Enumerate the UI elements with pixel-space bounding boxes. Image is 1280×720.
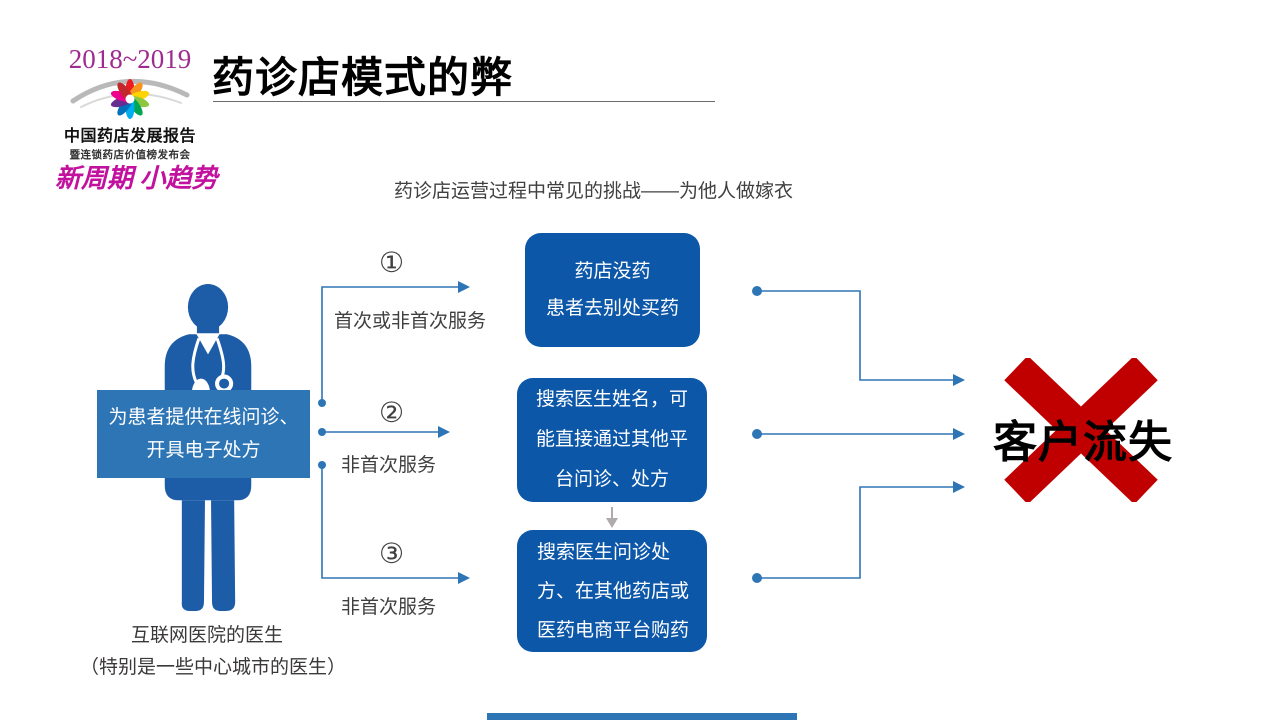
path-label-3: 非首次服务 [341, 597, 437, 618]
conference-logo: 2018~2019 中国药店发展报告 [58, 44, 202, 162]
path-label-1: 首次或非首次服务 [334, 311, 487, 332]
flow-box-line: 搜索医生问诊处 [537, 541, 671, 563]
logo-slogan: 新周期 小趋势 [55, 164, 218, 193]
page-title: 药诊店模式的弊 [212, 54, 514, 101]
flow-box-search-doctor: 搜索医生姓名，可 能直接通过其他平 台问诊、处方 [517, 378, 707, 502]
flow-box-line: 药店没药 [574, 261, 651, 282]
result-label: 客户流失 [993, 418, 1173, 467]
title-underline [213, 101, 715, 102]
doctor-role-box: 为患者提供在线问诊、 开具电子处方 [97, 390, 310, 478]
path-number-2: ② [379, 397, 405, 428]
pinwheel-iris [110, 79, 150, 119]
down-arrow-icon [606, 507, 618, 528]
role-line: 为患者提供在线问诊、 [108, 407, 299, 428]
doctor-caption: 互联网医院的医生 [130, 625, 283, 646]
role-line: 开具电子处方 [146, 440, 261, 461]
flow-box-line: 方、在其他药店或 [537, 580, 690, 602]
subtitle: 药诊店运营过程中常见的挑战——为他人做嫁衣 [394, 181, 794, 202]
bottom-accent-bar [487, 713, 797, 720]
flow-box-line: 医药电商平台购药 [537, 619, 690, 641]
flow-box-no-medicine: 药店没药 患者去别处买药 [525, 233, 700, 347]
flow-box-other-pharmacy: 搜索医生问诊处 方、在其他药店或 医药电商平台购药 [517, 530, 707, 652]
logo-years: 2018~2019 [68, 44, 192, 74]
flow-box-line: 患者去别处买药 [545, 298, 679, 319]
flow-box-line: 能直接通过其他平 [535, 429, 688, 450]
red-x-icon [1004, 358, 1158, 502]
flow-box-line: 搜索医生姓名，可 [535, 389, 688, 410]
path-number-1: ① [379, 247, 405, 278]
logo-org-subname: 暨连锁药店价值榜发布会 [69, 149, 191, 161]
path-label-2: 非首次服务 [341, 455, 437, 476]
eye-logo-icon [70, 78, 190, 119]
path-number-3: ③ [379, 538, 405, 569]
flow-box-line: 台问诊、处方 [554, 469, 669, 490]
logo-org-name: 中国药店发展报告 [63, 128, 196, 145]
doctor-caption-note: （特别是一些中心城市的医生） [79, 657, 346, 678]
